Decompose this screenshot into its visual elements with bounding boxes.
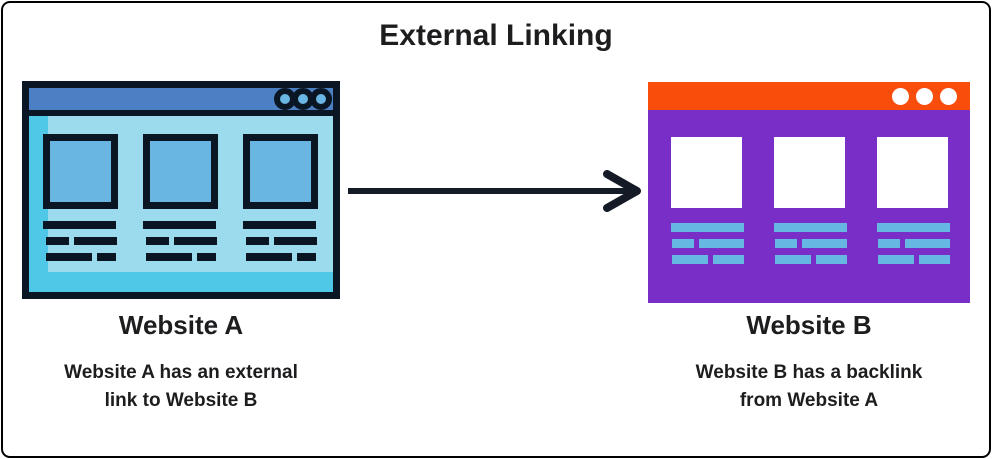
text-line-row <box>46 253 118 261</box>
text-line-row <box>878 255 950 264</box>
external-link-arrow-icon <box>348 170 641 212</box>
text-line-bar <box>243 221 316 229</box>
website-a-caption-line2: link to Website B <box>104 390 258 411</box>
website-b-illustration <box>648 82 970 303</box>
text-line-bar <box>146 253 192 261</box>
website-a-caption-line1: Website A has an external <box>64 362 298 383</box>
text-line-bar <box>46 253 92 261</box>
text-line-bar <box>246 253 292 261</box>
website-a-columns <box>43 134 318 261</box>
website-b-content <box>648 110 970 303</box>
text-line-row <box>146 237 218 245</box>
content-column <box>43 134 118 261</box>
content-column <box>774 137 847 264</box>
text-line-row <box>775 255 847 264</box>
text-line-bar <box>877 223 950 232</box>
text-line-bar <box>74 237 117 245</box>
text-line-row <box>246 253 318 261</box>
text-line-bar <box>143 221 216 229</box>
text-line-bar <box>816 255 847 264</box>
text-line-bar <box>46 237 69 245</box>
text-line-row <box>672 239 744 248</box>
content-column <box>877 137 950 264</box>
content-column <box>671 137 744 264</box>
text-line-bar <box>672 239 694 248</box>
text-line-bar <box>672 255 708 264</box>
text-line-bar <box>197 253 216 261</box>
text-line-bar <box>274 237 317 245</box>
image-placeholder <box>774 137 845 208</box>
window-button-icon <box>940 87 957 105</box>
text-line-bar <box>671 223 744 232</box>
diagram-title: External Linking <box>379 19 613 52</box>
content-column <box>243 134 318 261</box>
text-line-row <box>878 239 950 248</box>
text-line-bar <box>174 237 217 245</box>
content-column <box>143 134 218 261</box>
website-a-content <box>29 116 333 292</box>
image-placeholder <box>671 137 742 208</box>
text-line-bar <box>699 239 744 248</box>
text-line-bar <box>878 255 914 264</box>
text-line-row <box>775 239 847 248</box>
window-button-icon <box>892 87 909 105</box>
window-button-icon <box>916 87 933 105</box>
text-line-bar <box>43 221 116 229</box>
website-b-label: Website B <box>746 310 872 340</box>
website-b-caption-line2: from Website A <box>739 390 879 411</box>
text-line-bar <box>146 237 169 245</box>
text-line-bar <box>297 253 316 261</box>
text-line-row <box>672 255 744 264</box>
text-line-row <box>46 237 118 245</box>
text-line-bar <box>802 239 847 248</box>
website-b-caption: Website B has a backlink from Website A <box>648 359 970 415</box>
text-line-bar <box>878 239 900 248</box>
image-placeholder <box>143 134 218 209</box>
website-b-columns <box>671 137 950 264</box>
website-a-illustration <box>22 81 340 299</box>
website-b-caption-line1: Website B has a backlink <box>695 362 923 383</box>
text-line-bar <box>775 239 797 248</box>
text-line-row <box>146 253 218 261</box>
text-line-bar <box>775 255 811 264</box>
website-a-caption: Website A has an external link to Websit… <box>12 359 350 415</box>
website-a-label: Website A <box>118 310 244 340</box>
image-placeholder <box>877 137 948 208</box>
text-line-bar <box>97 253 116 261</box>
window-button-icon <box>310 88 332 110</box>
image-placeholder <box>243 134 318 209</box>
website-a-titlebar <box>29 88 333 116</box>
text-line-bar <box>919 255 950 264</box>
text-line-bar <box>246 237 269 245</box>
website-a-window-buttons <box>274 88 332 110</box>
text-line-bar <box>774 223 847 232</box>
text-line-row <box>246 237 318 245</box>
text-line-bar <box>713 255 744 264</box>
website-b-titlebar <box>648 82 970 110</box>
text-line-bar <box>905 239 950 248</box>
image-placeholder <box>43 134 118 209</box>
